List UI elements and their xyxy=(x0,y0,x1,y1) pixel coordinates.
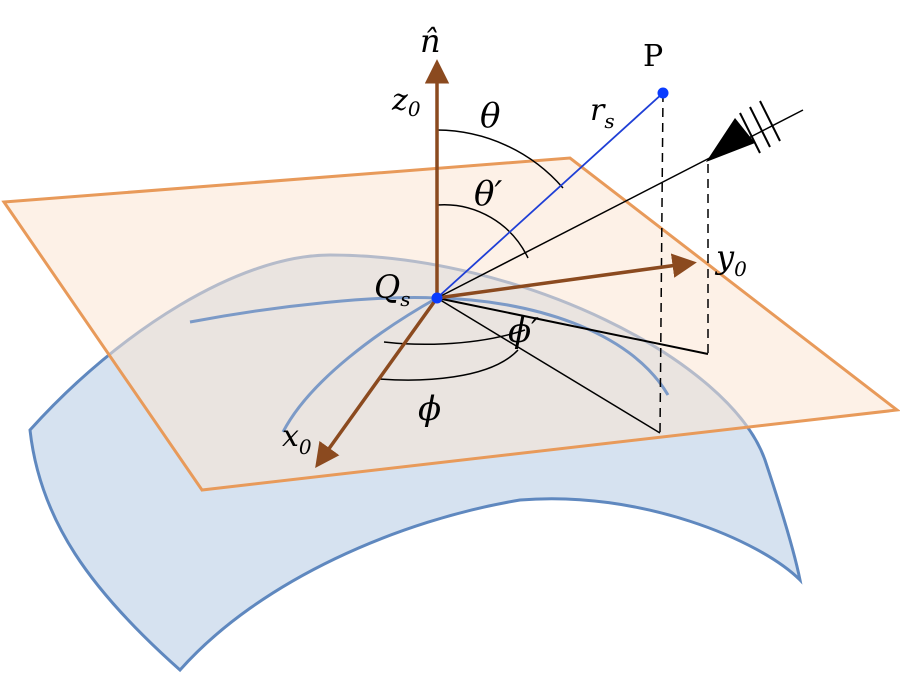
theta-prime-label: θ′ xyxy=(474,174,502,214)
r-s-label: rs xyxy=(590,93,615,133)
surface-curve-left xyxy=(189,295,438,324)
theta-label: θ xyxy=(480,96,500,136)
y-axis-arrow xyxy=(436,253,697,300)
p-dashed-drop xyxy=(659,92,664,434)
normal-label: n̂ xyxy=(420,22,441,60)
q-subscript: s xyxy=(400,287,410,311)
phi-label: ϕ xyxy=(418,389,441,429)
z-axis-letter: z xyxy=(391,83,408,118)
point-p-label: P xyxy=(643,39,663,74)
point-p-dot xyxy=(657,87,669,99)
surface-curve-down xyxy=(281,296,438,433)
theta-prime-arc xyxy=(436,203,529,259)
x-axis-subscript: 0 xyxy=(299,435,312,459)
hatch-mark-1 xyxy=(739,112,761,154)
incident-arrowhead xyxy=(706,118,755,162)
phi-projection-line xyxy=(436,297,661,434)
point-q-dot xyxy=(431,292,443,304)
phi-prime-arc xyxy=(383,329,526,346)
phi-prime-label: ϕ′ xyxy=(508,311,539,351)
ray-to-p xyxy=(436,92,664,299)
x-axis-letter: x xyxy=(282,419,299,454)
phi-arc xyxy=(379,349,519,381)
q-letter: Q xyxy=(374,268,400,306)
z-axis-subscript: 0 xyxy=(408,97,421,121)
r-letter: r xyxy=(590,93,606,128)
x-axis-label: x0 xyxy=(282,419,312,459)
x-axis-arrow xyxy=(315,296,439,468)
hatch-mark-2 xyxy=(749,106,771,148)
theta-arc xyxy=(436,129,564,189)
y-axis-subscript: 0 xyxy=(734,257,747,281)
z-axis-label: z0 xyxy=(391,83,421,121)
tangent-plane xyxy=(1,156,900,492)
phi-prime-projection-line xyxy=(436,297,709,355)
y-axis-letter: y xyxy=(714,238,735,276)
y-axis-label: y0 xyxy=(714,238,747,281)
q-s-label: Qs xyxy=(374,268,411,311)
r-subscript: s xyxy=(604,109,614,133)
surface-curve-right xyxy=(436,296,670,396)
hatch-mark-3 xyxy=(759,100,781,142)
